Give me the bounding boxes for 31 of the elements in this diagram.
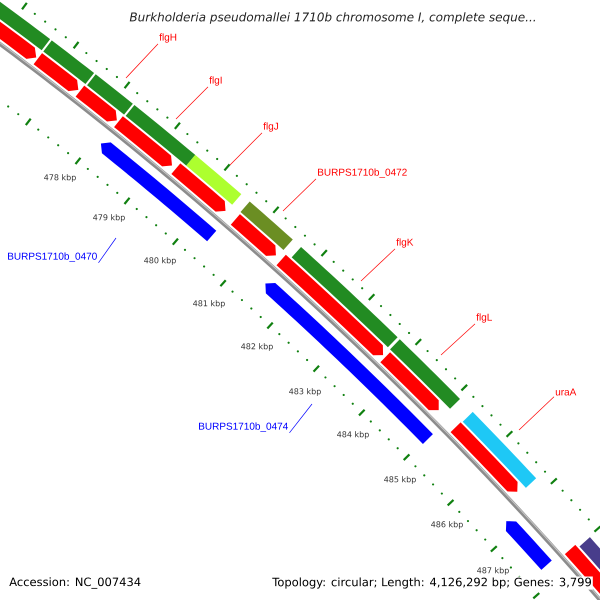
gene-label: uraA	[556, 388, 576, 396]
leader-line	[126, 44, 158, 78]
gene-label: BURPS1710b_0470	[8, 252, 97, 262]
title: Burkholderia pseudomallei 1710b chromosome I, complete seque...	[130, 12, 536, 24]
gene-label: flgH	[159, 33, 176, 43]
leader-line	[176, 86, 208, 120]
leader-line	[230, 132, 262, 166]
gene-label: flgK	[396, 238, 414, 248]
tick-label: 479 kbp	[93, 214, 125, 222]
leader-line	[440, 324, 476, 356]
leader-line	[360, 248, 396, 282]
tick-label: 483 kbp	[289, 388, 321, 396]
tick-label: 482 kbp	[241, 343, 273, 351]
tick-label: 481 kbp	[193, 300, 225, 308]
tick-label: 480 kbp	[144, 257, 176, 265]
gene-label: BURPS1710b_0474	[199, 422, 288, 432]
leader-line	[282, 178, 316, 212]
gene-label: flgI	[209, 76, 222, 86]
gene-label: flgJ	[263, 122, 278, 132]
footer-text: Topology: circular; Length: 4,126,292 bp; Genes: 3,799	[271, 576, 593, 590]
gene-label: BURPS1710b_0472	[318, 168, 407, 178]
tick-label: 486 kbp	[431, 521, 463, 529]
gene-label: flgL	[476, 313, 492, 323]
footer-text: Accession: NC_007434	[8, 576, 142, 590]
tick-label: 485 kbp	[384, 476, 416, 484]
tick-label: 484 kbp	[337, 431, 369, 439]
leader-line	[289, 404, 312, 434]
leader-line	[518, 396, 554, 430]
leader-line	[98, 238, 116, 264]
tick-label: 478 kbp	[44, 174, 76, 182]
tick-label: 487 kbp	[477, 567, 509, 575]
